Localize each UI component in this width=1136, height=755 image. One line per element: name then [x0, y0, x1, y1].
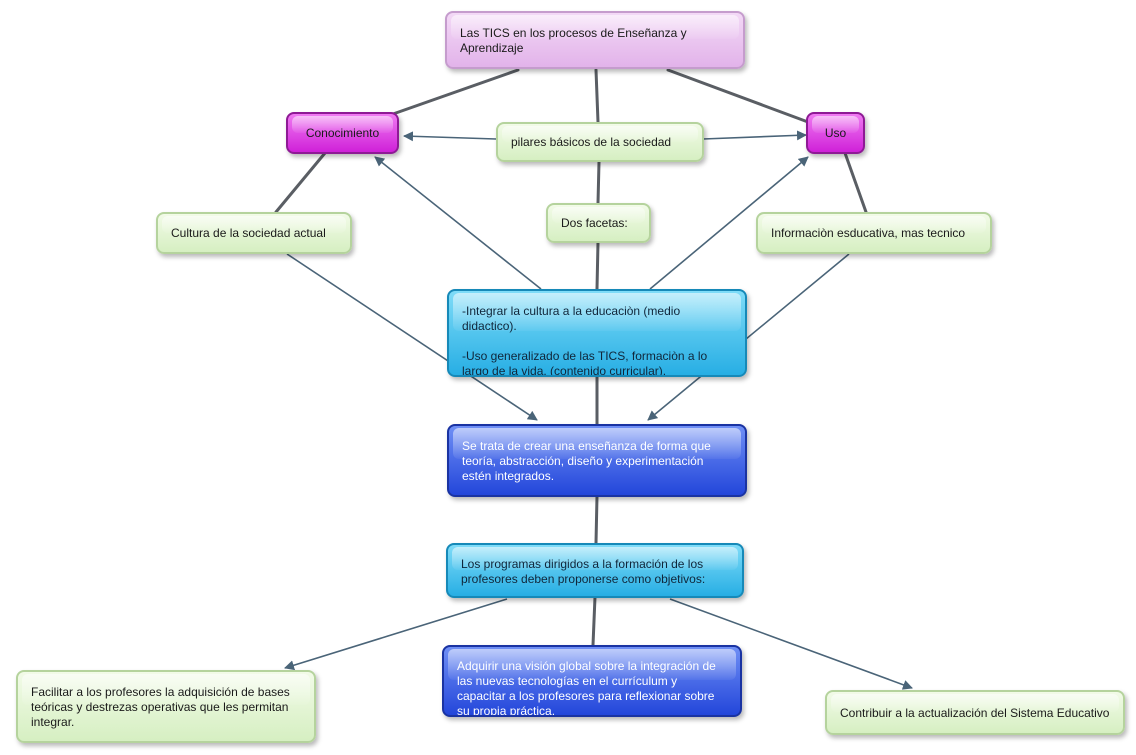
node-pilares[interactable]: pilares básicos de la sociedad: [496, 122, 704, 162]
node-integrar-label: -Integrar la cultura a la educaciòn (med…: [462, 304, 708, 377]
node-informacion-label: Informaciòn esducativa, mas tecnico: [771, 225, 966, 240]
node-contribuir-label: Contribuir a la actualización del Sistem…: [840, 706, 1110, 720]
connector-pilares-dosfacetas: [596, 160, 601, 205]
node-facilitar-label: Facilitar a los profesores la adquisició…: [31, 685, 290, 729]
node-programas[interactable]: Los programas dirigidos a la formación d…: [446, 543, 744, 598]
node-contribuir[interactable]: Contribuir a la actualización del Sistem…: [825, 690, 1125, 735]
connector-uso-informacion: [843, 151, 868, 214]
node-se-trata-label: Se trata de crear una enseñanza de forma…: [462, 439, 711, 483]
node-adquirir-label: Adquirir una visión global sobre la inte…: [457, 659, 716, 717]
connector-title-conocimiento: [391, 68, 520, 116]
connector-conocimiento-cultura: [274, 151, 327, 214]
node-uso[interactable]: Uso: [806, 112, 865, 154]
node-adquirir[interactable]: Adquirir una visión global sobre la inte…: [442, 645, 742, 717]
node-se-trata[interactable]: Se trata de crear una enseñanza de forma…: [447, 424, 747, 497]
arrow-cultura-setrata: [286, 253, 538, 421]
arrow-integrar-uso: [649, 156, 809, 290]
arrow-integrar-conocimiento: [374, 156, 542, 290]
node-conocimiento[interactable]: Conocimiento: [286, 112, 399, 154]
node-facilitar[interactable]: Facilitar a los profesores la adquisició…: [16, 670, 316, 743]
node-dos-facetas[interactable]: Dos facetas:: [546, 203, 651, 243]
connector-dosfacetas-integrar: [595, 240, 600, 291]
node-cultura-label: Cultura de la sociedad actual: [171, 225, 326, 240]
connector-title-uso: [666, 68, 810, 124]
node-programas-label: Los programas dirigidos a la formación d…: [461, 557, 706, 586]
arrow-programas-facilitar: [284, 598, 508, 671]
node-dos-facetas-label: Dos facetas:: [561, 215, 628, 230]
node-uso-label: Uso: [824, 125, 847, 140]
arrow-informacion-setrata: [647, 253, 850, 421]
connector-programas-adquirir: [591, 595, 597, 647]
arrow-pilares-conocimiento: [403, 131, 497, 142]
node-integrar[interactable]: -Integrar la cultura a la educaciòn (med…: [447, 289, 747, 377]
node-pilares-label: pilares básicos de la sociedad: [511, 134, 672, 149]
node-conocimiento-label: Conocimiento: [305, 125, 380, 140]
connector-setrata-programas: [594, 494, 599, 545]
connector-title-pilares: [594, 68, 600, 124]
arrow-pilares-uso: [702, 130, 807, 141]
node-informacion[interactable]: Informaciòn esducativa, mas tecnico: [756, 212, 992, 254]
arrow-programas-contribuir: [669, 598, 913, 690]
node-title-label: Las TICS en los procesos de Enseñanza y …: [460, 26, 687, 55]
node-title[interactable]: Las TICS en los procesos de Enseñanza y …: [445, 11, 745, 69]
node-cultura[interactable]: Cultura de la sociedad actual: [156, 212, 352, 254]
